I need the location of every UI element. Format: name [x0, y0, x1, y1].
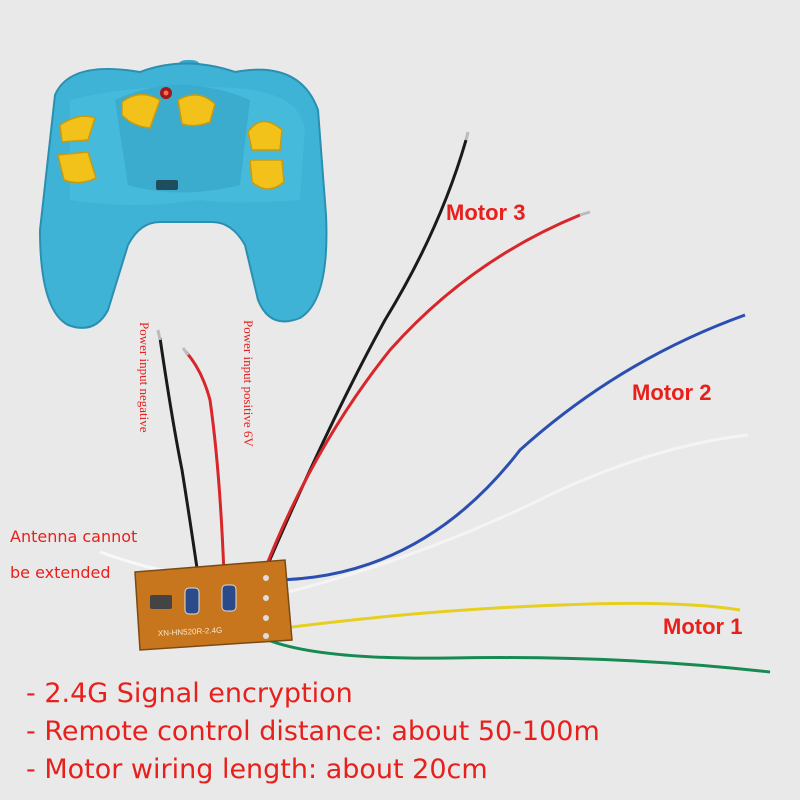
motor3-label: Motor 3	[446, 200, 526, 225]
power-negative-wire	[158, 337, 200, 576]
power-positive-label: Power input positive 6V	[241, 320, 256, 447]
right-down-button-icon	[249, 159, 285, 190]
chip-icon	[150, 595, 172, 609]
motor2-label: Motor 2	[632, 380, 712, 405]
power-negative-label: Power input negative	[137, 322, 152, 433]
power-switch-icon	[156, 180, 178, 190]
motor2-blue-wire	[269, 313, 746, 582]
capacitor-icon	[184, 587, 200, 615]
remote-controller	[38, 60, 328, 329]
right-up-button-icon	[247, 120, 283, 151]
feature-distance: - Remote control distance: about 50-100m	[26, 716, 600, 747]
motor3-red-wire	[258, 213, 581, 583]
motor1-green-wire	[267, 638, 771, 674]
board-marking: XN-HN520R-2.4G	[158, 626, 223, 638]
circuit-board: XN-HN520R-2.4G	[134, 559, 293, 651]
motor2-white-wire	[271, 433, 749, 598]
feature-signal: - 2.4G Signal encryption	[26, 678, 353, 709]
left-down-button-icon	[57, 151, 97, 184]
power-positive-wire	[184, 351, 226, 576]
motor1-label: Motor 1	[663, 614, 743, 639]
top-left-button-icon	[121, 93, 161, 129]
feature-wiring: - Motor wiring length: about 20cm	[26, 754, 488, 785]
top-right-button-icon	[177, 94, 216, 127]
capacitor-icon	[221, 584, 237, 612]
antenna-label-line1: Antenna cannot	[10, 527, 138, 546]
power-negative-wire-tip	[156, 329, 162, 341]
left-up-button-icon	[59, 115, 96, 143]
antenna-label-line2: be extended	[10, 563, 111, 582]
motor1-yellow-wire	[267, 601, 741, 632]
